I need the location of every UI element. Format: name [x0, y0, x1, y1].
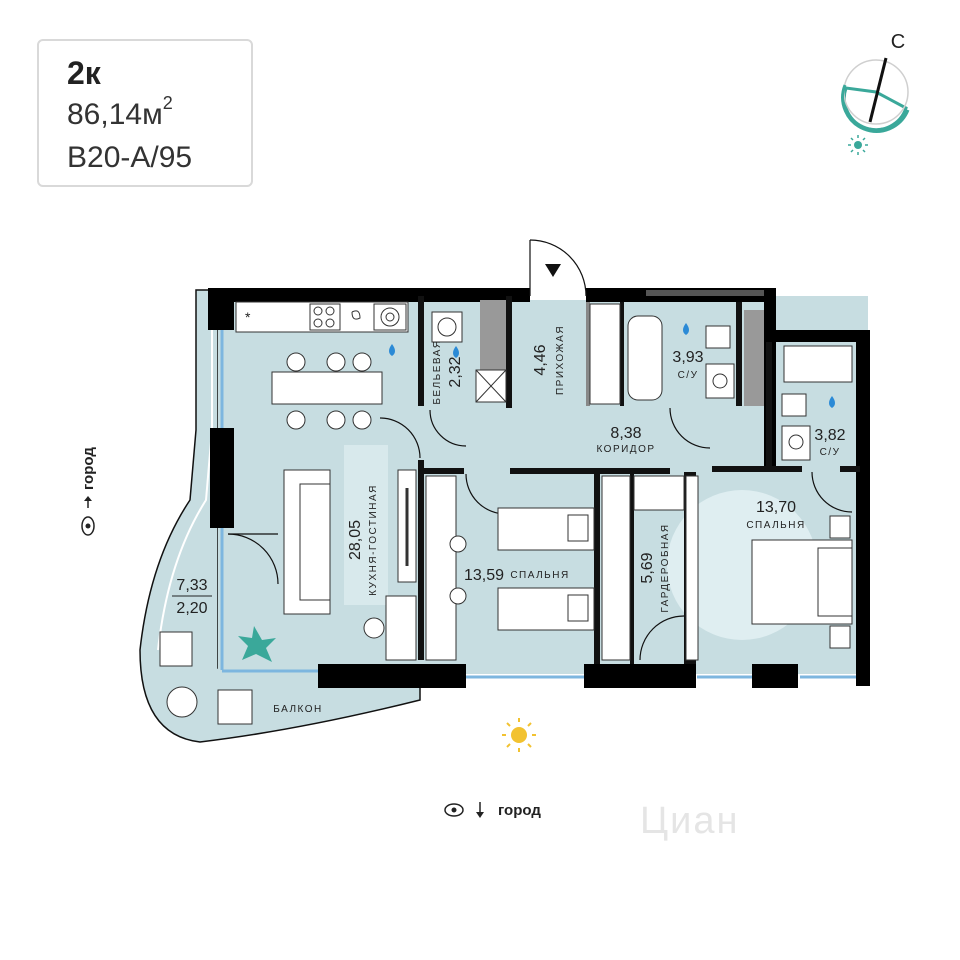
freezer-icon: *: [245, 309, 251, 325]
balcony-chair: [159, 631, 193, 667]
water-icon: [389, 323, 835, 408]
bedroom1-area: 13,59: [464, 567, 504, 584]
apartment-info-card: 2к 86,14м2 В20-А/95: [37, 39, 253, 187]
bath2-area: 3,82: [814, 427, 845, 444]
kitchen-name: КУХНЯ-ГОСТИНАЯ: [368, 484, 379, 596]
balcony-area: [139, 289, 421, 743]
wardrobe-area: 5,69: [639, 552, 656, 583]
balcony-table: [166, 686, 198, 718]
kitchen-counter: [235, 301, 409, 333]
apartment-code: В20-А/95: [67, 141, 193, 174]
arrow-down-icon: [476, 802, 484, 818]
room-count: 2к: [67, 55, 101, 91]
laundry-name: БЕЛЬЕВАЯ: [432, 339, 443, 404]
svg-text:город: город: [80, 447, 97, 490]
corridor-area: 8,38: [610, 425, 641, 442]
arrow-up-icon: [84, 496, 92, 508]
balcony-area-top: 7,33: [176, 577, 207, 594]
plant-icon: [238, 626, 276, 662]
eye-icon: [81, 516, 95, 536]
entrance-arrow-icon: [545, 264, 561, 277]
hall-area: 4,46: [532, 344, 549, 375]
bath1-name: С/У: [678, 370, 699, 381]
bath2-name: С/У: [820, 447, 841, 458]
view-bottom: город: [444, 802, 541, 819]
hall-name: ПРИХОЖАЯ: [555, 325, 566, 395]
bedroom2-name: СПАЛЬНЯ: [746, 520, 805, 531]
view-left: город: [80, 447, 97, 536]
bath1-area: 3,93: [672, 349, 703, 366]
laundry-area: 2,32: [447, 356, 464, 387]
bedroom2-area: 13,70: [756, 499, 796, 516]
kitchen-area: 28,05: [347, 520, 364, 560]
sun-icon: [502, 718, 536, 752]
corridor-name: КОРИДОР: [596, 444, 655, 455]
total-area: 86,14м2: [67, 93, 173, 131]
room-labels: 28,05 КУХНЯ-ГОСТИНАЯ 2,32 БЕЛЬЕВАЯ 4,46 …: [172, 325, 846, 715]
svg-text:город: город: [498, 802, 541, 819]
wardrobe-name: ГАРДЕРОБНАЯ: [660, 523, 671, 612]
north-letter: С: [891, 31, 905, 53]
sofa: [283, 469, 331, 615]
eye-icon: [444, 803, 464, 817]
balcony-area-bottom: 2,20: [176, 600, 207, 617]
balcony-name: БАЛКОН: [273, 704, 323, 715]
bedroom1-name: СПАЛЬНЯ: [510, 570, 569, 581]
compass-icon: С: [841, 31, 910, 155]
watermark: Циан: [640, 800, 740, 842]
balcony-chair: [217, 689, 253, 725]
sun-small-icon: [848, 135, 868, 155]
dining-table: [271, 352, 383, 430]
